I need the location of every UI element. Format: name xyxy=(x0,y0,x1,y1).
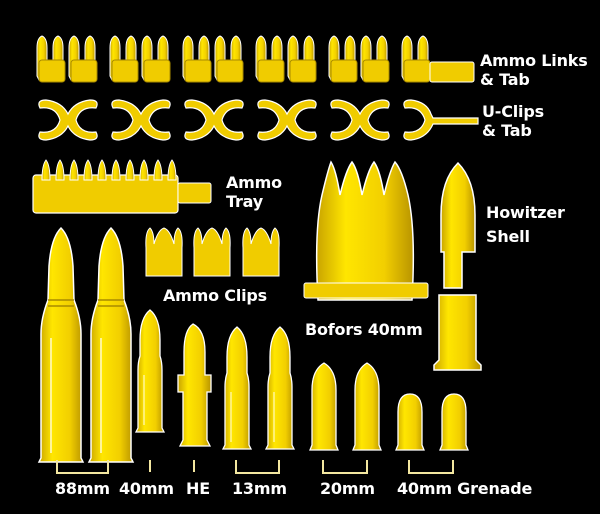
round-40mm xyxy=(135,309,165,433)
bracket-13mm xyxy=(235,460,280,474)
label-40mm: 40mm xyxy=(119,479,174,498)
label-ammo-links: Ammo Links xyxy=(480,51,588,70)
bracket-20mm xyxy=(322,460,368,474)
label-bofors: Bofors 40mm xyxy=(305,320,423,339)
round-he xyxy=(177,323,212,447)
tick-40mm xyxy=(149,460,151,472)
tick-he xyxy=(193,460,195,472)
bracket-88mm xyxy=(56,460,109,474)
bracket-grenade xyxy=(408,460,454,474)
howitzer-shell xyxy=(433,161,482,371)
label-u-clips-tab: & Tab xyxy=(482,121,532,140)
label-ammo-tray-2: Tray xyxy=(226,192,263,211)
label-13mm: 13mm xyxy=(232,479,287,498)
label-20mm: 20mm xyxy=(320,479,375,498)
ammo-clips xyxy=(145,227,280,277)
round-88mm xyxy=(38,227,134,463)
ammo-links xyxy=(36,35,475,83)
label-88mm: 88mm xyxy=(55,479,110,498)
label-howitzer: Howitzer xyxy=(486,203,565,222)
u-clips xyxy=(38,99,479,141)
round-40mm-grenade xyxy=(395,393,469,451)
label-he: HE xyxy=(186,479,210,498)
bofors-clip xyxy=(303,160,429,301)
label-u-clips: U-Clips xyxy=(482,102,544,121)
label-ammo-clips: Ammo Clips xyxy=(163,286,267,305)
round-13mm xyxy=(222,326,295,450)
label-howitzer-2: Shell xyxy=(486,227,530,246)
label-40mm-grenade: 40mm Grenade xyxy=(397,479,533,498)
label-ammo-links-tab: & Tab xyxy=(480,70,530,89)
ammo-tray xyxy=(32,159,212,214)
round-20mm xyxy=(309,362,382,451)
label-ammo-tray: Ammo xyxy=(226,173,282,192)
